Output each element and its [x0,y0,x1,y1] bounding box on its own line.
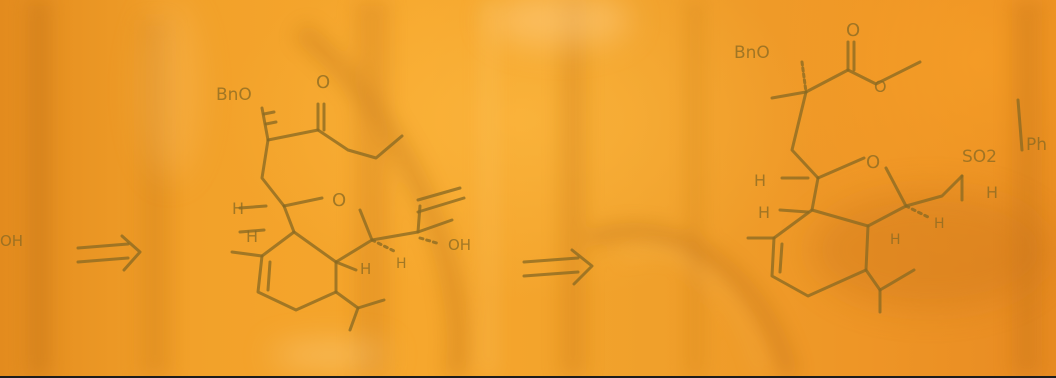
retro-arrow-2 [522,248,594,286]
molecule-1-structure [230,102,466,332]
m2-ring-o-label: O [866,152,880,173]
fragment-left-label: OH [0,232,23,250]
m2-phenyl-label: Ph [1026,135,1047,155]
m2-bno-label: BnO [734,43,770,63]
m1-carbonyl-o-label: O [316,72,330,93]
m2-h4-label: H [934,216,945,232]
m2-h1-label: H [754,171,766,190]
m1-ring-o-label: O [332,190,346,211]
m2-h2-label: H [758,203,770,222]
retro-arrow-1 [76,234,142,272]
m2-h5-label: H [986,183,998,202]
m1-bno-label: BnO [216,85,252,105]
m2-carbonyl-o-label: O [846,20,860,41]
m1-hydroxyl-label: OH [448,236,471,254]
bottom-border [0,376,1056,378]
m1-h2-label: H [246,227,258,246]
m1-h1-label: H [232,199,244,218]
m1-h4-label: H [396,256,407,272]
m2-ester-o-label: O [874,77,887,96]
m2-sulfonyl-label: SO2 [962,147,997,167]
m2-h3-label: H [890,232,901,248]
m1-h3-label: H [360,260,371,278]
molecule-2-structure [746,40,1024,314]
